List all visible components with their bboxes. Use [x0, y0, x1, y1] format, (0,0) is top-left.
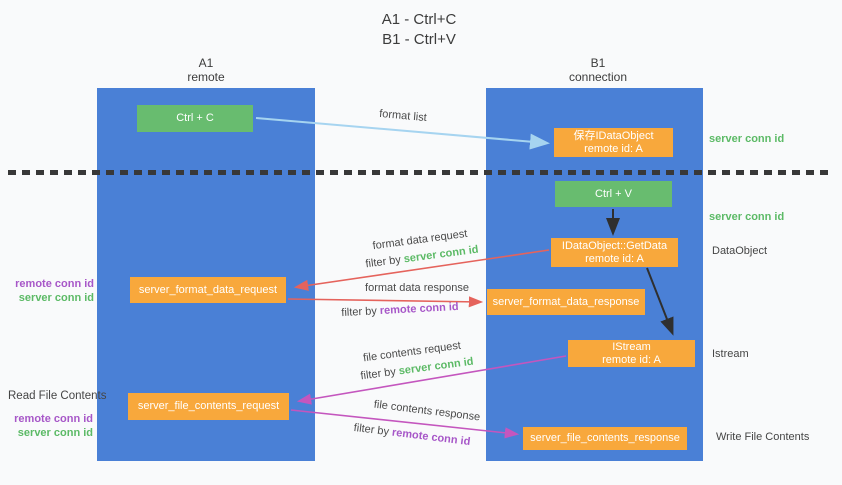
server-format-data-request-label: server_format_data_request [138, 283, 278, 296]
server-file-contents-response-box: server_file_contents_response [523, 427, 687, 450]
ctrl-v-box: Ctrl + V [555, 181, 672, 207]
ctrl-v-label: Ctrl + V [595, 187, 632, 200]
file-contents-request-arrow [296, 355, 567, 405]
format-data-response-label: format data response [365, 282, 469, 294]
lane-a1-name: A1 [198, 56, 214, 70]
file-remote-conn-id-label: remote conn id [14, 413, 93, 425]
istream-box: IStream remote id: A [568, 340, 695, 367]
format-list-arrow [255, 117, 550, 150]
server-file-contents-response-label: server_file_contents_response [530, 432, 680, 444]
istream-line2: remote id: A [602, 353, 661, 366]
getdata-line2: remote id: A [585, 252, 644, 265]
title-line-b1: B1 - Ctrl+V [382, 31, 456, 48]
lane-a1-role: remote [187, 70, 225, 84]
server-format-data-response-box: server_format_data_response [487, 289, 645, 315]
server-format-data-response-label: server_format_data_response [492, 295, 640, 308]
diagram-title: A1 - Ctrl+C B1 - Ctrl+V [382, 10, 457, 50]
idataobject-getdata-box: IDataObject::GetData remote id: A [551, 238, 678, 267]
istream-line1: IStream [612, 340, 651, 353]
title-line-a1: A1 - Ctrl+C [381, 11, 457, 28]
lane-b1-role: connection [568, 70, 628, 84]
getdata-line1: IDataObject::GetData [561, 239, 668, 252]
save-idataobject-line1: 保存IDataObject [573, 129, 654, 142]
write-file-contents-label: Write File Contents [716, 431, 810, 443]
lane-header-a1: A1 remote [187, 56, 224, 84]
lane-b1-name: B1 [590, 56, 606, 70]
istream-side-label: Istream [712, 348, 749, 360]
file-contents-response-arrow [290, 409, 520, 439]
session-divider [8, 170, 834, 175]
server-conn-id-label-top: server conn id [709, 133, 785, 145]
format-remote-conn-id-label: remote conn id [15, 278, 94, 290]
server-conn-id-label-mid: server conn id [709, 211, 785, 223]
file-server-conn-id-label: server conn id [17, 427, 93, 439]
ctrl-c-label: Ctrl + C [176, 112, 214, 124]
format-data-request-arrow [293, 249, 550, 291]
format-server-conn-id-label: server conn id [18, 292, 94, 304]
file-conn-id-stack: remote conn id server conn id [0, 412, 93, 440]
dataobject-label: DataObject [712, 245, 768, 257]
server-format-data-request-box: server_format_data_request [130, 277, 286, 303]
lane-header-b1: B1 connection [569, 56, 627, 84]
server-file-contents-request-label: server_file_contents_request [137, 400, 280, 412]
filter-by-text: filter by [341, 305, 378, 320]
format-conn-id-stack: remote conn id server conn id [0, 277, 94, 305]
save-idataobject-line2: remote id: A [584, 142, 643, 155]
save-idataobject-box: 保存IDataObject remote id: A [554, 128, 673, 157]
format-data-response-arrow [287, 296, 484, 308]
ctrl-c-box: Ctrl + C [137, 105, 253, 132]
read-file-contents-label: Read File Contents [8, 390, 107, 402]
getdata-to-istream-arrow [646, 267, 674, 336]
server-file-contents-request-box: server_file_contents_request [128, 393, 289, 420]
